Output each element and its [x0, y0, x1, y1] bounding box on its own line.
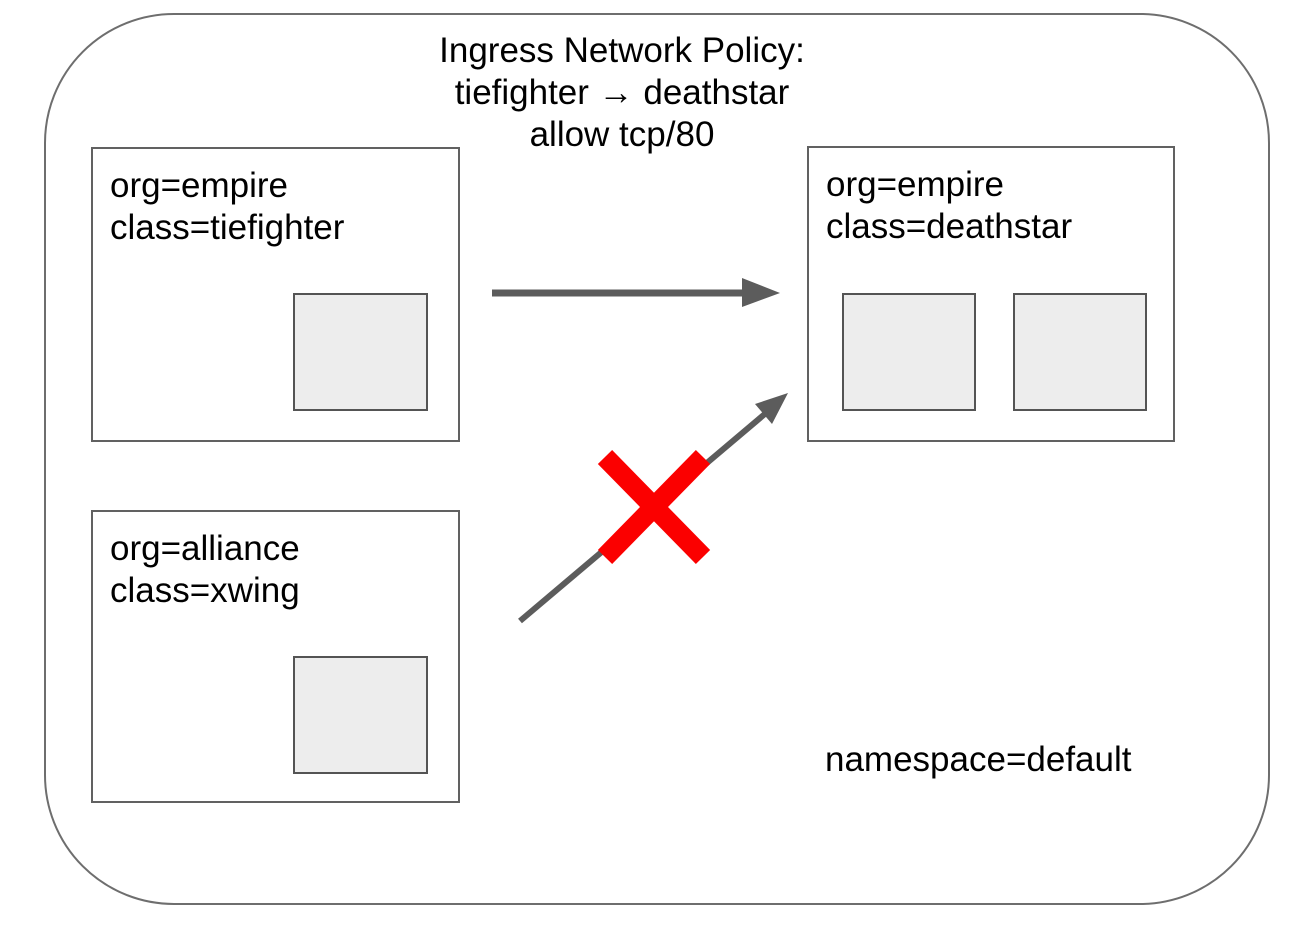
node-xwing: org=alliance class=xwing [91, 510, 460, 803]
policy-title-line-1: Ingress Network Policy: [439, 31, 805, 70]
node-xwing-org-label: org=alliance [110, 529, 300, 568]
node-tiefighter: org=empire class=tiefighter [91, 147, 460, 442]
pod-square [293, 656, 428, 774]
policy-title-line-2: tiefighter → deathstar [454, 73, 790, 112]
namespace-label: namespace=default [825, 740, 1132, 779]
node-tiefighter-labels: org=empire class=tiefighter [93, 149, 458, 249]
node-tiefighter-org-label: org=empire [110, 166, 289, 205]
node-deathstar-class-label: class=deathstar [826, 207, 1073, 246]
node-tiefighter-class-label: class=tiefighter [110, 208, 345, 247]
pod-square [842, 293, 976, 411]
policy-title-line-3: allow tcp/80 [529, 115, 715, 154]
node-deathstar-org-label: org=empire [826, 165, 1005, 204]
node-xwing-labels: org=alliance class=xwing [93, 512, 458, 612]
policy-title: Ingress Network Policy: tiefighter → dea… [408, 30, 836, 156]
pod-square [293, 293, 428, 411]
node-deathstar: org=empire class=deathstar [807, 146, 1175, 442]
pod-square [1013, 293, 1147, 411]
node-deathstar-labels: org=empire class=deathstar [809, 148, 1173, 248]
node-xwing-class-label: class=xwing [110, 571, 300, 610]
